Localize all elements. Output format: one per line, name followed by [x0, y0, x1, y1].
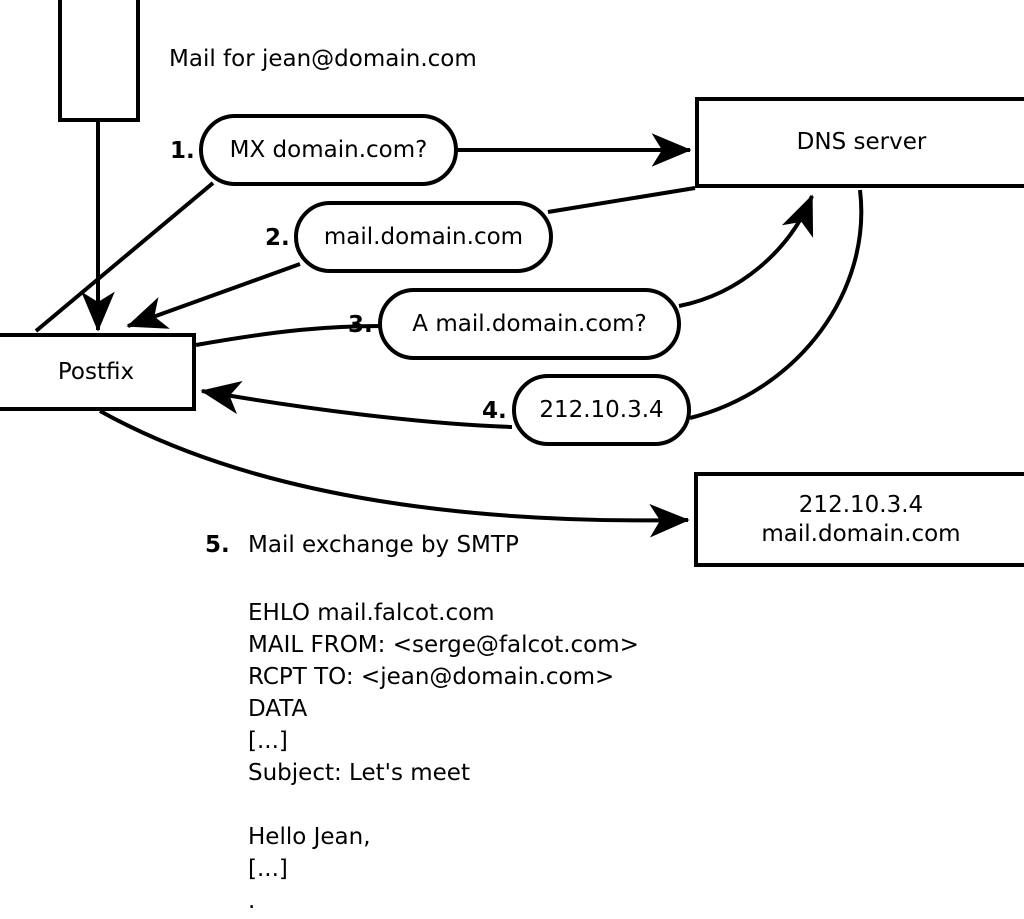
mail-for-caption: Mail for jean@domain.com [169, 46, 477, 72]
edge-postfix-to-mailhost [99, 409, 690, 538]
step-number-2: 2. [265, 225, 290, 251]
edge-dns-to-reply4 [689, 189, 864, 420]
smtp-transcript-line: Hello Jean, [248, 824, 371, 850]
edge-postfix-to-query3 [195, 324, 383, 347]
step5-caption: Mail exchange by SMTP [248, 532, 519, 558]
smtp-transcript-line: Subject: Let's meet [248, 760, 470, 786]
edge-postfix-to-query1 [34, 181, 215, 333]
edge-reply4-to-postfix [200, 381, 513, 429]
step-number-3: 3. [348, 312, 373, 338]
client-node[interactable] [58, 0, 140, 122]
smtp-transcript-line: [...] [248, 856, 288, 882]
message-bubble-mx-query-label: MX domain.com? [229, 137, 428, 163]
step-number-4: 4. [482, 398, 507, 424]
smtp-transcript-line: [...] [248, 728, 288, 754]
smtp-transcript-line: EHLO mail.falcot.com [248, 600, 495, 626]
message-bubble-mx-query[interactable]: MX domain.com? [199, 114, 458, 186]
smtp-transcript-line [248, 789, 639, 821]
postfix-node-label: Postfix [57, 358, 135, 385]
postfix-node[interactable]: Postfix [0, 333, 196, 411]
edge-query3-to-dns [678, 194, 814, 308]
message-bubble-mx-answer-label: mail.domain.com [323, 224, 524, 250]
message-bubble-mx-answer[interactable]: mail.domain.com [294, 201, 553, 273]
step-number-5: 5. [205, 532, 230, 558]
smtp-transcript-line: . [248, 888, 256, 914]
message-bubble-a-answer[interactable]: 212.10.3.4 [512, 374, 691, 446]
edge-reply2-to-postfix [126, 262, 301, 329]
message-bubble-a-query[interactable]: A mail.domain.com? [378, 288, 681, 360]
mail-host-node-text: 212.10.3.4 mail.domain.com [761, 491, 960, 547]
smtp-transcript-line: DATA [248, 696, 308, 722]
mail-host-node[interactable]: 212.10.3.4 mail.domain.com [694, 472, 1024, 567]
message-bubble-a-answer-label: 212.10.3.4 [539, 397, 664, 423]
mail-host-hostname: mail.domain.com [761, 520, 961, 547]
dns-server-node[interactable]: DNS server [695, 97, 1024, 188]
edge-dns-to-reply2 [547, 186, 696, 214]
dns-server-node-label: DNS server [796, 129, 927, 156]
message-bubble-a-query-label: A mail.domain.com? [412, 311, 647, 337]
smtp-transcript-line: RCPT TO: <jean@domain.com> [248, 664, 615, 690]
step-number-1: 1. [170, 138, 195, 164]
smtp-transcript-line: MAIL FROM: <serge@falcot.com> [248, 632, 639, 658]
mail-host-ip: 212.10.3.4 [798, 492, 924, 519]
